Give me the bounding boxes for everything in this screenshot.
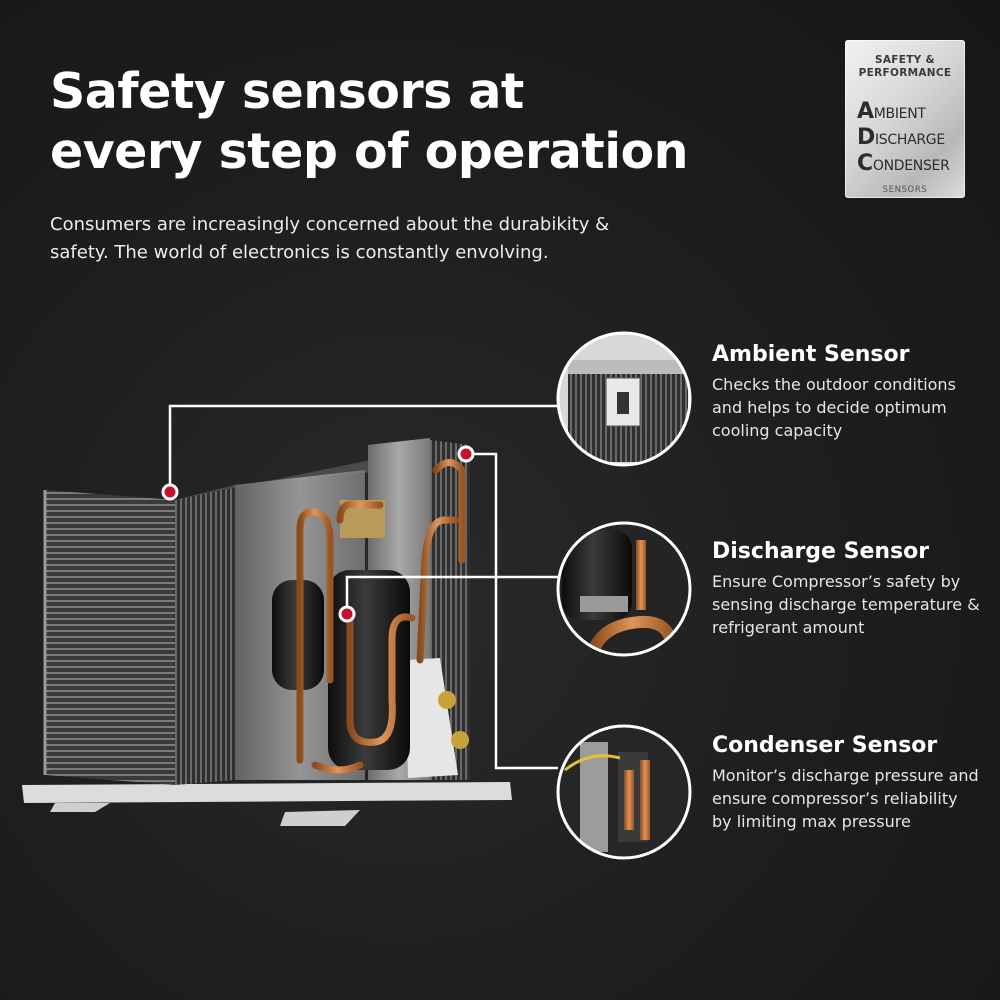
condenser-coil <box>43 455 395 785</box>
discharge-sensor-info: Discharge Sensor Ensure Compressor’s saf… <box>712 538 982 639</box>
sensor-markers <box>161 445 475 623</box>
condenser-sensor-info: Condenser Sensor Monitor’s discharge pre… <box>712 732 982 833</box>
badge-header-line2: PERFORMANCE <box>858 67 952 79</box>
condenser-sensor-description: Monitor’s discharge pressure and ensure … <box>712 766 979 831</box>
discharge-sensor-description: Ensure Compressor’s safety by sensing di… <box>712 572 980 637</box>
discharge-sensor-marker <box>338 605 356 623</box>
ambient-sensor-closeup <box>556 331 692 467</box>
badge-footer: SENSORS <box>882 185 928 195</box>
badge-line-discharge: DISCHARGE <box>857 125 945 150</box>
condenser-sensor-title: Condenser Sensor <box>712 733 938 758</box>
sensors-badge: SAFETY & PERFORMANCE AMBIENT DISCHARGE C… <box>845 40 965 198</box>
ambient-sensor-info: Ambient Sensor Checks the outdoor condit… <box>712 341 982 442</box>
condenser-sensor-marker <box>457 445 475 463</box>
badge-line-condenser: CONDENSER <box>857 151 950 176</box>
condenser-sensor-closeup <box>556 724 692 860</box>
ambient-sensor-title: Ambient Sensor <box>712 342 910 367</box>
unit-base <box>22 782 512 826</box>
leader-lines <box>168 404 558 770</box>
discharge-sensor-closeup <box>556 521 692 657</box>
page-title: Safety sensors at every step of operatio… <box>50 63 689 180</box>
ambient-sensor-marker <box>161 483 179 501</box>
badge-sensor-list: AMBIENT DISCHARGE CONDENSER <box>845 100 965 178</box>
badge-header: SAFETY & PERFORMANCE <box>845 40 965 80</box>
copper-piping <box>296 456 466 774</box>
badge-line-ambient: AMBIENT <box>857 99 926 124</box>
ambient-sensor-description: Checks the outdoor conditions and helps … <box>712 375 956 440</box>
service-valves <box>438 691 469 749</box>
intro-text: Consumers are increasingly concerned abo… <box>50 214 610 263</box>
badge-header-line1: SAFETY & <box>874 54 935 66</box>
discharge-sensor-title: Discharge Sensor <box>712 539 930 564</box>
